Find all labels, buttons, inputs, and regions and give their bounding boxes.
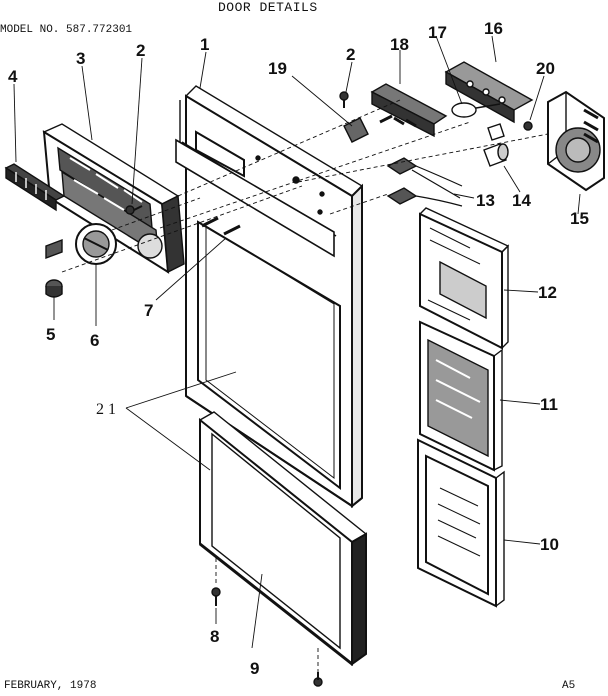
callout-14: 14 (512, 191, 531, 210)
part-3-control-panel (42, 123, 185, 274)
leader-lines (13, 35, 581, 672)
callout-2-left: 2 (136, 41, 145, 60)
part-21-lower-panel (198, 411, 368, 667)
callout-9: 9 (250, 659, 259, 678)
part-16-switch-assembly (444, 61, 534, 124)
part-8-screw (211, 587, 221, 606)
callout-10: 10 (540, 535, 559, 554)
callout-1: 1 (200, 35, 209, 54)
part-12-instruction-booklet (419, 207, 510, 350)
callout-16: 16 (484, 19, 503, 38)
part-20-screw (523, 121, 533, 131)
callout-12: 12 (538, 283, 557, 302)
part-17-lamp (451, 102, 501, 118)
part-11-wiring-diagram (419, 320, 503, 472)
part-2-screw-upper (339, 91, 349, 108)
part-15-timer (547, 90, 605, 192)
diagram-title: DOOR DETAILS (218, 0, 318, 15)
part-10-warning-card (417, 438, 505, 608)
footer-date: FEBRUARY, 1978 (4, 680, 97, 692)
part-6-dial-knob (45, 223, 117, 265)
part-9-screw (313, 672, 323, 687)
part-13-wire-harness (386, 157, 463, 207)
callout-3: 3 (76, 49, 85, 68)
part-2-screw-left (125, 205, 143, 215)
callout-21: 2 1 (96, 401, 116, 418)
callout-20: 20 (536, 59, 555, 78)
callout-4: 4 (8, 67, 18, 86)
model-number: MODEL NO. 587.772301 (0, 24, 133, 36)
part-4-button-bank (4, 163, 66, 212)
callout-13: 13 (476, 191, 495, 210)
callout-19: 19 (268, 59, 287, 78)
callout-18: 18 (390, 35, 409, 54)
callout-labels: 1 2 2 3 4 5 6 7 8 9 10 11 12 13 14 15 16… (8, 19, 589, 678)
callout-7: 7 (144, 301, 153, 320)
callout-11: 11 (540, 395, 558, 414)
part-18-switch-block (370, 83, 448, 138)
part-1-door-panel (175, 85, 364, 509)
callout-15: 15 (570, 209, 589, 228)
callout-2-right: 2 (346, 45, 355, 64)
callout-8: 8 (210, 627, 219, 646)
footer-page-code: A5 (562, 680, 576, 692)
callout-6: 6 (90, 331, 99, 350)
part-5-small-knob (45, 279, 63, 298)
part-19-bracket (343, 114, 393, 143)
callout-17: 17 (428, 23, 447, 42)
callout-5: 5 (46, 325, 55, 344)
part-7-screws (201, 216, 241, 236)
part-14-capacitor (483, 123, 509, 167)
